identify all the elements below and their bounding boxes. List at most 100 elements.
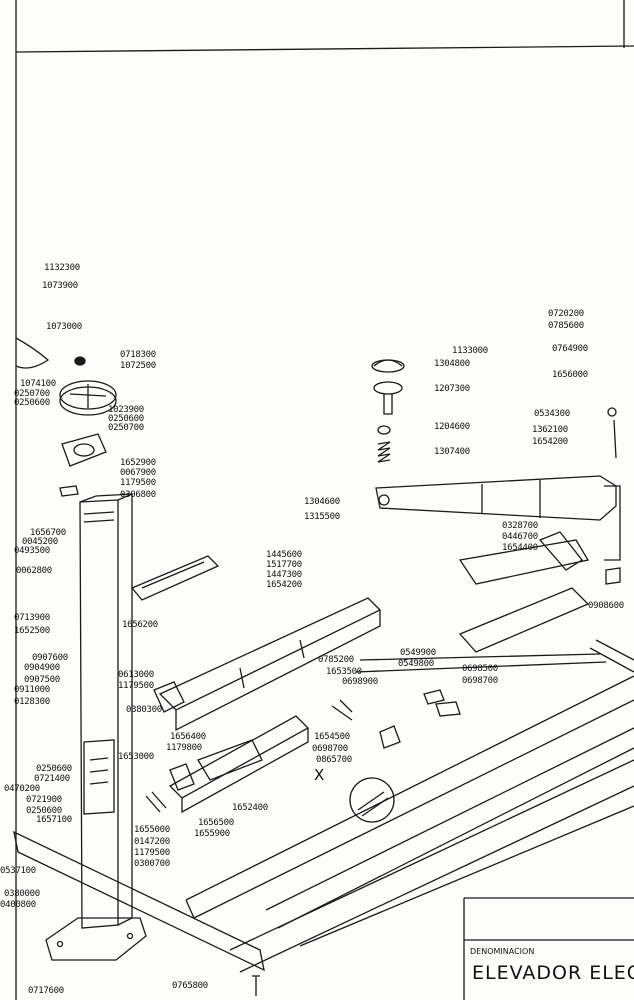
part-number-label: 1073900 [42, 281, 78, 291]
part-number-label: 1304800 [434, 359, 470, 369]
part-number-label: 1653500 [326, 667, 362, 677]
part-number-label: 0908600 [588, 601, 624, 611]
part-number-label: 1653000 [118, 752, 154, 762]
part-number-label: 1655900 [194, 829, 230, 839]
part-number-label: 0128300 [14, 697, 50, 707]
small-ball [607, 407, 617, 417]
part-number-label: 1072500 [120, 361, 156, 371]
part-number-label: 0045200 [22, 537, 58, 547]
part-number-label: 1362100 [532, 425, 568, 435]
arm-end-block [169, 763, 195, 791]
part-number-label: 0907600 [32, 653, 68, 663]
part-number-label: 0717600 [28, 986, 64, 996]
base-plate [45, 917, 147, 961]
part-number-label: 0907500 [24, 675, 60, 685]
carriage-detail [89, 757, 109, 785]
part-number-label: 1179500 [118, 681, 154, 691]
part-number-label: 0698700 [462, 676, 498, 686]
base-bolt [56, 940, 64, 948]
rail-back [355, 653, 607, 673]
bolt-stem [383, 394, 393, 415]
arm-end-post [604, 485, 621, 561]
part-number-label: 1654200 [532, 437, 568, 447]
part-number-label: 1315500 [304, 512, 340, 522]
part-number-label: 1654400 [502, 543, 538, 553]
motor-housing [61, 433, 107, 467]
part-number-label: 1023900 [108, 405, 144, 415]
arm-upper-right [375, 475, 617, 521]
rail-end [185, 899, 195, 919]
part-number-label: 1656000 [552, 370, 588, 380]
frame-rail-inner [265, 727, 634, 929]
detail-circle [349, 777, 395, 823]
part-number-label: 0698900 [342, 677, 378, 687]
spring-coil-top [373, 359, 403, 367]
arm-pin [378, 494, 390, 506]
part-number-label: 0250600 [26, 806, 62, 816]
part-number-label: 0865700 [316, 755, 352, 765]
part-number-label: 0713900 [14, 613, 50, 623]
part-number-label: 0534300 [534, 409, 570, 419]
part-number-label: 0147200 [134, 837, 170, 847]
part-number-label: 0470200 [4, 784, 40, 794]
arm-lower-left-2-side [181, 728, 309, 814]
part-number-label: 1652900 [120, 458, 156, 468]
frame-rail-top [185, 675, 634, 919]
part-number-label: 0306800 [120, 490, 156, 500]
part-number-label: 0250600 [36, 764, 72, 774]
bearing-disc [373, 381, 403, 395]
pulley-top [59, 380, 117, 410]
part-number-label: 1179500 [120, 478, 156, 488]
base-bolt [126, 932, 134, 940]
arm-lower-left-1 [158, 597, 382, 711]
part-number-label: 1517700 [266, 560, 302, 570]
part-number-label: 0400800 [0, 900, 36, 910]
cross-arm-lower [458, 587, 590, 653]
ramp-edge [299, 805, 634, 947]
pin-rod [613, 419, 617, 459]
denomination-label: DENOMINACION [470, 947, 535, 956]
rubber-pad [141, 561, 205, 589]
part-number-label: 0698700 [312, 744, 348, 754]
arm-pad [197, 739, 263, 781]
part-number-label: 1656200 [122, 620, 158, 630]
part-number-label: 1655000 [134, 825, 170, 835]
part-number-label: 1656700 [30, 528, 66, 538]
part-number-label: 0785200 [318, 655, 354, 665]
part-number-label: 0328700 [502, 521, 538, 531]
hook-part [145, 791, 167, 813]
part-number-label: 0446700 [502, 532, 538, 542]
pulley-spokes [69, 384, 107, 408]
part-number-label: 0537100 [0, 866, 36, 876]
lock-part [423, 689, 445, 705]
part-number-label: 0698500 [462, 664, 498, 674]
pulley-nut [74, 356, 86, 366]
part-number-label: 0718300 [120, 350, 156, 360]
part-number-label: 1073000 [46, 322, 82, 332]
part-number-label: 1652500 [14, 626, 50, 636]
arm-lower-left-1-side [175, 610, 381, 732]
part-number-label: 1656400 [170, 732, 206, 742]
part-number-label: 1447300 [266, 570, 302, 580]
part-number-label: 0549800 [398, 659, 434, 669]
part-number-label: 0250600 [108, 414, 144, 424]
small-washer [377, 425, 391, 435]
left-detail-arc [15, 337, 50, 369]
part-number-label: 0721900 [26, 795, 62, 805]
part-number-label: 0250700 [108, 423, 144, 433]
part-number-label: 1207300 [434, 384, 470, 394]
part-number-label: 0549900 [400, 648, 436, 658]
lock-plate [435, 701, 461, 717]
part-number-label: 0720200 [548, 309, 584, 319]
title-block-frame [463, 897, 634, 1000]
lock-latch [379, 725, 401, 749]
part-number-label: 0300700 [134, 859, 170, 869]
part-number-label: 1132300 [44, 263, 80, 273]
part-number-label: 0380000 [4, 889, 40, 899]
part-number-label: 0785600 [548, 321, 584, 331]
part-number-label: 0067900 [120, 468, 156, 478]
front-ramp [13, 830, 265, 972]
part-number-label: 1652400 [232, 803, 268, 813]
